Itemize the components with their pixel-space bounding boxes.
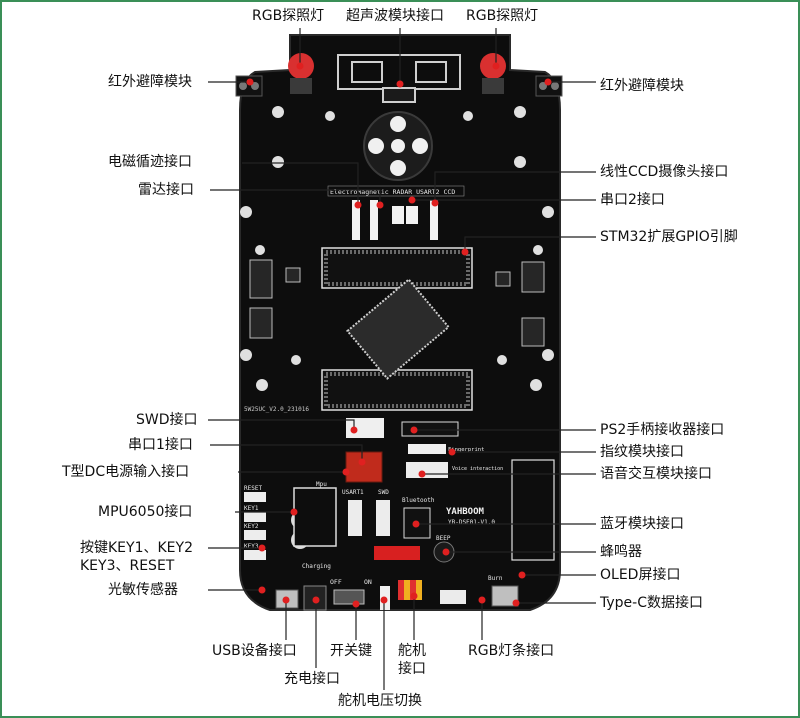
servo-connectors <box>398 580 422 600</box>
label-uart2: 串口2接口 <box>600 192 665 208</box>
swd-silk: SWD <box>378 489 389 496</box>
label-typec: Type-C数据接口 <box>600 595 703 611</box>
label-ps2: PS2手柄接收器接口 <box>600 422 725 438</box>
label-photo-sensor: 光敏传感器 <box>108 582 178 598</box>
ir-module-left <box>235 75 263 97</box>
label-power-switch: 开关键 <box>330 643 372 659</box>
label-bluetooth: 蓝牙模块接口 <box>600 516 684 532</box>
ps2-connector <box>401 421 459 437</box>
label-electromagnetic: 电磁循迹接口 <box>108 154 192 170</box>
fingerprint-connector <box>408 444 446 454</box>
dc-power-jack <box>345 451 383 483</box>
rgb-headlight-left <box>288 53 314 94</box>
label-swd: SWD接口 <box>136 412 198 428</box>
label-rgb-strip: RGB灯条接口 <box>468 643 555 659</box>
voice-silk: Voice interaction <box>452 466 503 472</box>
bluetooth-silk: Bluetooth <box>402 497 435 504</box>
label-keys-line1: 按键KEY1、KEY2 <box>80 540 193 556</box>
usart1-silk: USART1 <box>342 489 364 496</box>
label-usb-device: USB设备接口 <box>212 643 297 659</box>
version-silk: 5W25UC_V2.0_231016 <box>244 406 309 413</box>
charging-silk: Charging <box>302 563 331 570</box>
light-sensor-cluster <box>363 111 433 181</box>
label-charging: 充电接口 <box>284 671 340 687</box>
ir-module-right <box>535 75 563 97</box>
key-column <box>244 492 266 560</box>
rgb-strip-connector <box>440 590 466 604</box>
label-keys-line2: KEY3、RESET <box>80 558 175 574</box>
key3-silk: KEY3 <box>244 543 259 550</box>
marker-dots <box>246 62 552 608</box>
swd-header <box>376 500 390 536</box>
off-silk: OFF <box>330 578 342 586</box>
em-radar-connectors <box>352 200 438 240</box>
label-rgb-headlight-left: RGB探照灯 <box>252 8 325 24</box>
label-rgb-headlight-right: RGB探照灯 <box>466 8 539 24</box>
label-fingerprint: 指纹模块接口 <box>600 444 684 460</box>
label-ir-right: 红外避障模块 <box>600 78 684 94</box>
label-voice: 语音交互模块接口 <box>600 466 712 482</box>
brand-silk: YAHBOOM <box>446 507 485 517</box>
label-mpu6050: MPU6050接口 <box>98 504 193 520</box>
connector-silk-header: ElectroMagnetic RADAR USART2 CCD <box>330 188 455 196</box>
mpu-silk: Mpu <box>316 481 327 488</box>
servo-header-red <box>374 546 420 560</box>
typec-port <box>491 585 519 607</box>
key1-silk: KEY1 <box>244 505 259 512</box>
label-uart1: 串口1接口 <box>128 437 193 453</box>
stm32-mcu-chip <box>346 278 450 380</box>
power-switch <box>333 589 365 605</box>
gpio-header-bottom <box>321 369 473 411</box>
label-radar: 雷达接口 <box>138 182 194 198</box>
label-ultrasonic: 超声波模块接口 <box>346 8 444 24</box>
ultrasonic-bracket <box>337 54 461 103</box>
label-ccd: 线性CCD摄像头接口 <box>600 164 729 180</box>
reset-silk: RESET <box>244 485 262 492</box>
oled-connector <box>511 459 555 561</box>
label-stm32-gpio: STM32扩展GPIO引脚 <box>600 229 738 245</box>
side-components <box>249 259 545 347</box>
label-servo-line1: 舵机 <box>398 643 426 659</box>
label-ir-left: 红外避障模块 <box>108 74 192 90</box>
fingerprint-silk: Fingerprint <box>448 447 484 453</box>
label-oled: OLED屏接口 <box>600 567 681 583</box>
mpu6050-socket <box>293 487 337 547</box>
label-servo-line2: 接口 <box>398 661 426 677</box>
beep-silk: BEEP <box>436 535 451 542</box>
label-dc-input: T型DC电源输入接口 <box>62 464 190 480</box>
board-model-silk: YB-DSF01-V1.0 <box>448 519 495 526</box>
burn-silk: Burn <box>488 575 503 582</box>
key2-silk: KEY2 <box>244 523 259 530</box>
on-silk: ON <box>364 578 372 586</box>
usart1-connector <box>348 500 362 536</box>
label-buzzer: 蜂鸣器 <box>600 544 642 560</box>
rgb-headlight-right <box>480 53 506 94</box>
voice-connector <box>406 462 448 478</box>
label-servo-voltage: 舵机电压切换 <box>338 693 422 709</box>
gpio-header-top <box>321 247 473 289</box>
